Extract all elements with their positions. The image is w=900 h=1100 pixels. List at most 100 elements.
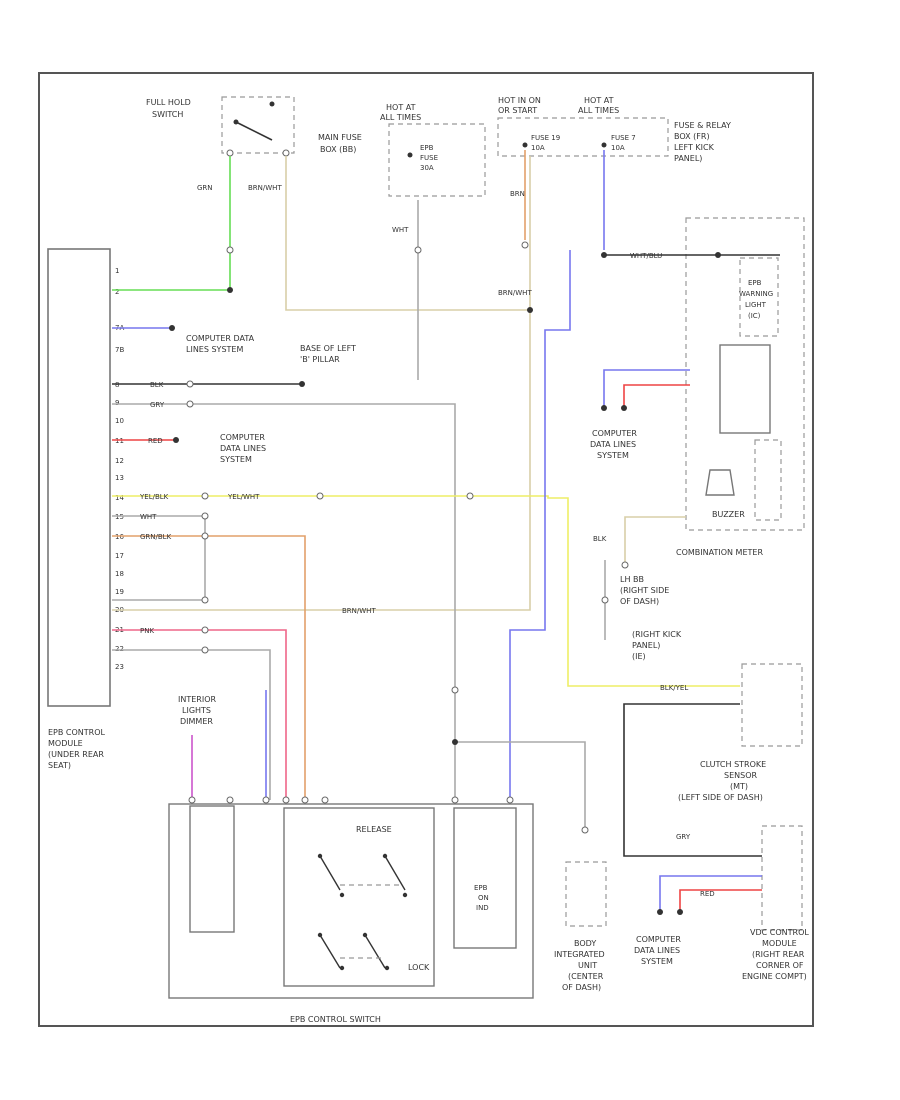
svg-text:SWITCH: SWITCH (152, 110, 183, 119)
svg-text:FULL HOLD: FULL HOLD (146, 98, 191, 107)
svg-text:MODULE: MODULE (48, 739, 83, 748)
svg-text:UNIT: UNIT (578, 961, 597, 970)
svg-text:ON: ON (478, 894, 489, 902)
main-fuse-box: HOT AT ALL TIMES MAIN FUSE BOX (BB) EPB … (318, 103, 486, 197)
svg-text:RED: RED (700, 890, 715, 898)
svg-text:(IE): (IE) (632, 652, 646, 661)
svg-text:17: 17 (115, 552, 124, 560)
svg-text:GRY: GRY (676, 833, 691, 841)
svg-text:COMBINATION METER: COMBINATION METER (676, 548, 763, 557)
svg-text:BOX (FR): BOX (FR) (674, 132, 710, 141)
vdc-control-module: VDC CONTROL MODULE (RIGHT REAR CORNER OF… (742, 825, 809, 981)
svg-text:MODULE: MODULE (762, 939, 797, 948)
svg-text:BRN/WHT: BRN/WHT (498, 289, 532, 297)
svg-text:LEFT KICK: LEFT KICK (674, 143, 715, 152)
epb-control-switch: RELEASE LOCK EPB ON IND EPB CONTROL SWIT… (168, 803, 534, 1024)
svg-text:LOCK: LOCK (408, 963, 430, 972)
svg-text:15: 15 (115, 513, 124, 521)
svg-text:(RIGHT KICK: (RIGHT KICK (632, 630, 682, 639)
svg-text:12: 12 (115, 457, 124, 465)
svg-text:SEAT): SEAT) (48, 761, 71, 770)
svg-text:30A: 30A (420, 164, 434, 172)
svg-text:COMPUTER: COMPUTER (636, 935, 681, 944)
data-lines-labels: COMPUTER DATA LINES SYSTEM COMPUTER DATA… (186, 334, 681, 966)
svg-text:DIMMER: DIMMER (180, 717, 213, 726)
svg-text:EPB CONTROL SWITCH: EPB CONTROL SWITCH (290, 1015, 381, 1024)
svg-text:EPB: EPB (420, 144, 434, 152)
svg-text:BASE OF LEFT: BASE OF LEFT (300, 344, 356, 353)
clutch-stroke-sensor: CLUTCH STROKE SENSOR (MT) (LEFT SIDE OF … (678, 663, 803, 802)
diagram-frame (38, 72, 814, 1027)
svg-text:GRY: GRY (150, 401, 165, 409)
svg-text:PANEL): PANEL) (674, 154, 702, 163)
epb-module-label: EPB CONTROL (48, 728, 106, 737)
svg-text:FUSE 7: FUSE 7 (611, 134, 636, 142)
svg-text:RED: RED (148, 437, 163, 445)
svg-text:(RIGHT SIDE: (RIGHT SIDE (620, 586, 669, 595)
svg-text:PNK: PNK (140, 627, 154, 635)
svg-text:VDC CONTROL: VDC CONTROL (750, 928, 809, 937)
svg-text:BUZZER: BUZZER (712, 510, 745, 519)
epb-control-module: EPB CONTROL MODULE (UNDER REAR SEAT) (47, 248, 111, 770)
svg-text:GRN/BLK: GRN/BLK (140, 533, 172, 541)
svg-text:IND: IND (476, 904, 489, 912)
svg-text:WARNING: WARNING (739, 290, 773, 298)
svg-text:(CENTER: (CENTER (568, 972, 604, 981)
svg-text:7B: 7B (115, 346, 124, 354)
svg-text:8: 8 (115, 381, 119, 389)
svg-text:MAIN FUSE: MAIN FUSE (318, 133, 362, 142)
svg-text:BRN/WHT: BRN/WHT (248, 184, 282, 192)
svg-text:FUSE & RELAY: FUSE & RELAY (674, 121, 731, 130)
svg-text:EPB: EPB (748, 279, 762, 287)
svg-text:13: 13 (115, 474, 124, 482)
svg-text:LH BB: LH BB (620, 575, 644, 584)
fuse-relay-box: HOT IN ON OR START HOT AT ALL TIMES FUSE… (497, 96, 731, 163)
svg-text:YEL/BLK: YEL/BLK (139, 493, 169, 501)
svg-text:9: 9 (115, 399, 119, 407)
svg-text:OF DASH): OF DASH) (562, 983, 601, 992)
ground-lh-bb: LH BB (RIGHT SIDE OF DASH) (RIGHT KICK P… (620, 575, 682, 661)
combination-meter: EPB WARNING LIGHT (IC) BUZZER COMBINATIO… (676, 217, 805, 557)
svg-text:ALL TIMES: ALL TIMES (380, 113, 421, 122)
svg-text:FUSE: FUSE (420, 154, 438, 162)
interior-lights-dimmer: INTERIOR LIGHTS DIMMER (178, 695, 217, 726)
svg-text:11: 11 (115, 437, 124, 445)
svg-text:(MT): (MT) (730, 782, 748, 791)
svg-text:(LEFT SIDE OF DASH): (LEFT SIDE OF DASH) (678, 793, 763, 802)
svg-text:WHT: WHT (392, 226, 409, 234)
svg-text:(RIGHT REAR: (RIGHT REAR (752, 950, 805, 959)
svg-text:DATA LINES: DATA LINES (634, 946, 680, 955)
svg-text:INTEGRATED: INTEGRATED (554, 950, 605, 959)
svg-text:CORNER OF: CORNER OF (756, 961, 804, 970)
svg-text:EPB: EPB (474, 884, 488, 892)
svg-text:BRN/WHT: BRN/WHT (342, 607, 376, 615)
svg-text:LIGHT: LIGHT (745, 301, 767, 309)
svg-text:CLUTCH STROKE: CLUTCH STROKE (700, 760, 766, 769)
base-of-pillar-ground: BASE OF LEFT 'B' PILLAR (300, 344, 356, 364)
svg-text:BLK: BLK (150, 381, 164, 389)
svg-text:SYSTEM: SYSTEM (641, 957, 673, 966)
svg-text:23: 23 (115, 663, 124, 671)
svg-text:2: 2 (115, 288, 119, 296)
svg-text:DATA LINES: DATA LINES (590, 440, 636, 449)
svg-text:YEL/WHT: YEL/WHT (227, 493, 260, 501)
svg-text:(IC): (IC) (748, 312, 761, 320)
svg-text:10A: 10A (531, 144, 545, 152)
svg-text:INTERIOR: INTERIOR (178, 695, 217, 704)
svg-text:BOX (BB): BOX (BB) (320, 145, 356, 154)
wires (112, 150, 780, 912)
svg-text:BLK: BLK (593, 535, 607, 543)
svg-text:SYSTEM: SYSTEM (220, 455, 252, 464)
svg-text:LINES SYSTEM: LINES SYSTEM (186, 345, 243, 354)
svg-text:COMPUTER: COMPUTER (592, 429, 637, 438)
svg-text:16: 16 (115, 533, 124, 541)
svg-text:22: 22 (115, 645, 124, 653)
svg-text:RELEASE: RELEASE (356, 825, 392, 834)
svg-text:'B' PILLAR: 'B' PILLAR (300, 355, 340, 364)
svg-text:HOT AT: HOT AT (584, 96, 614, 105)
svg-text:BODY: BODY (574, 939, 596, 948)
svg-text:COMPUTER: COMPUTER (220, 433, 265, 442)
svg-text:SENSOR: SENSOR (724, 771, 757, 780)
svg-text:ALL TIMES: ALL TIMES (578, 106, 619, 115)
